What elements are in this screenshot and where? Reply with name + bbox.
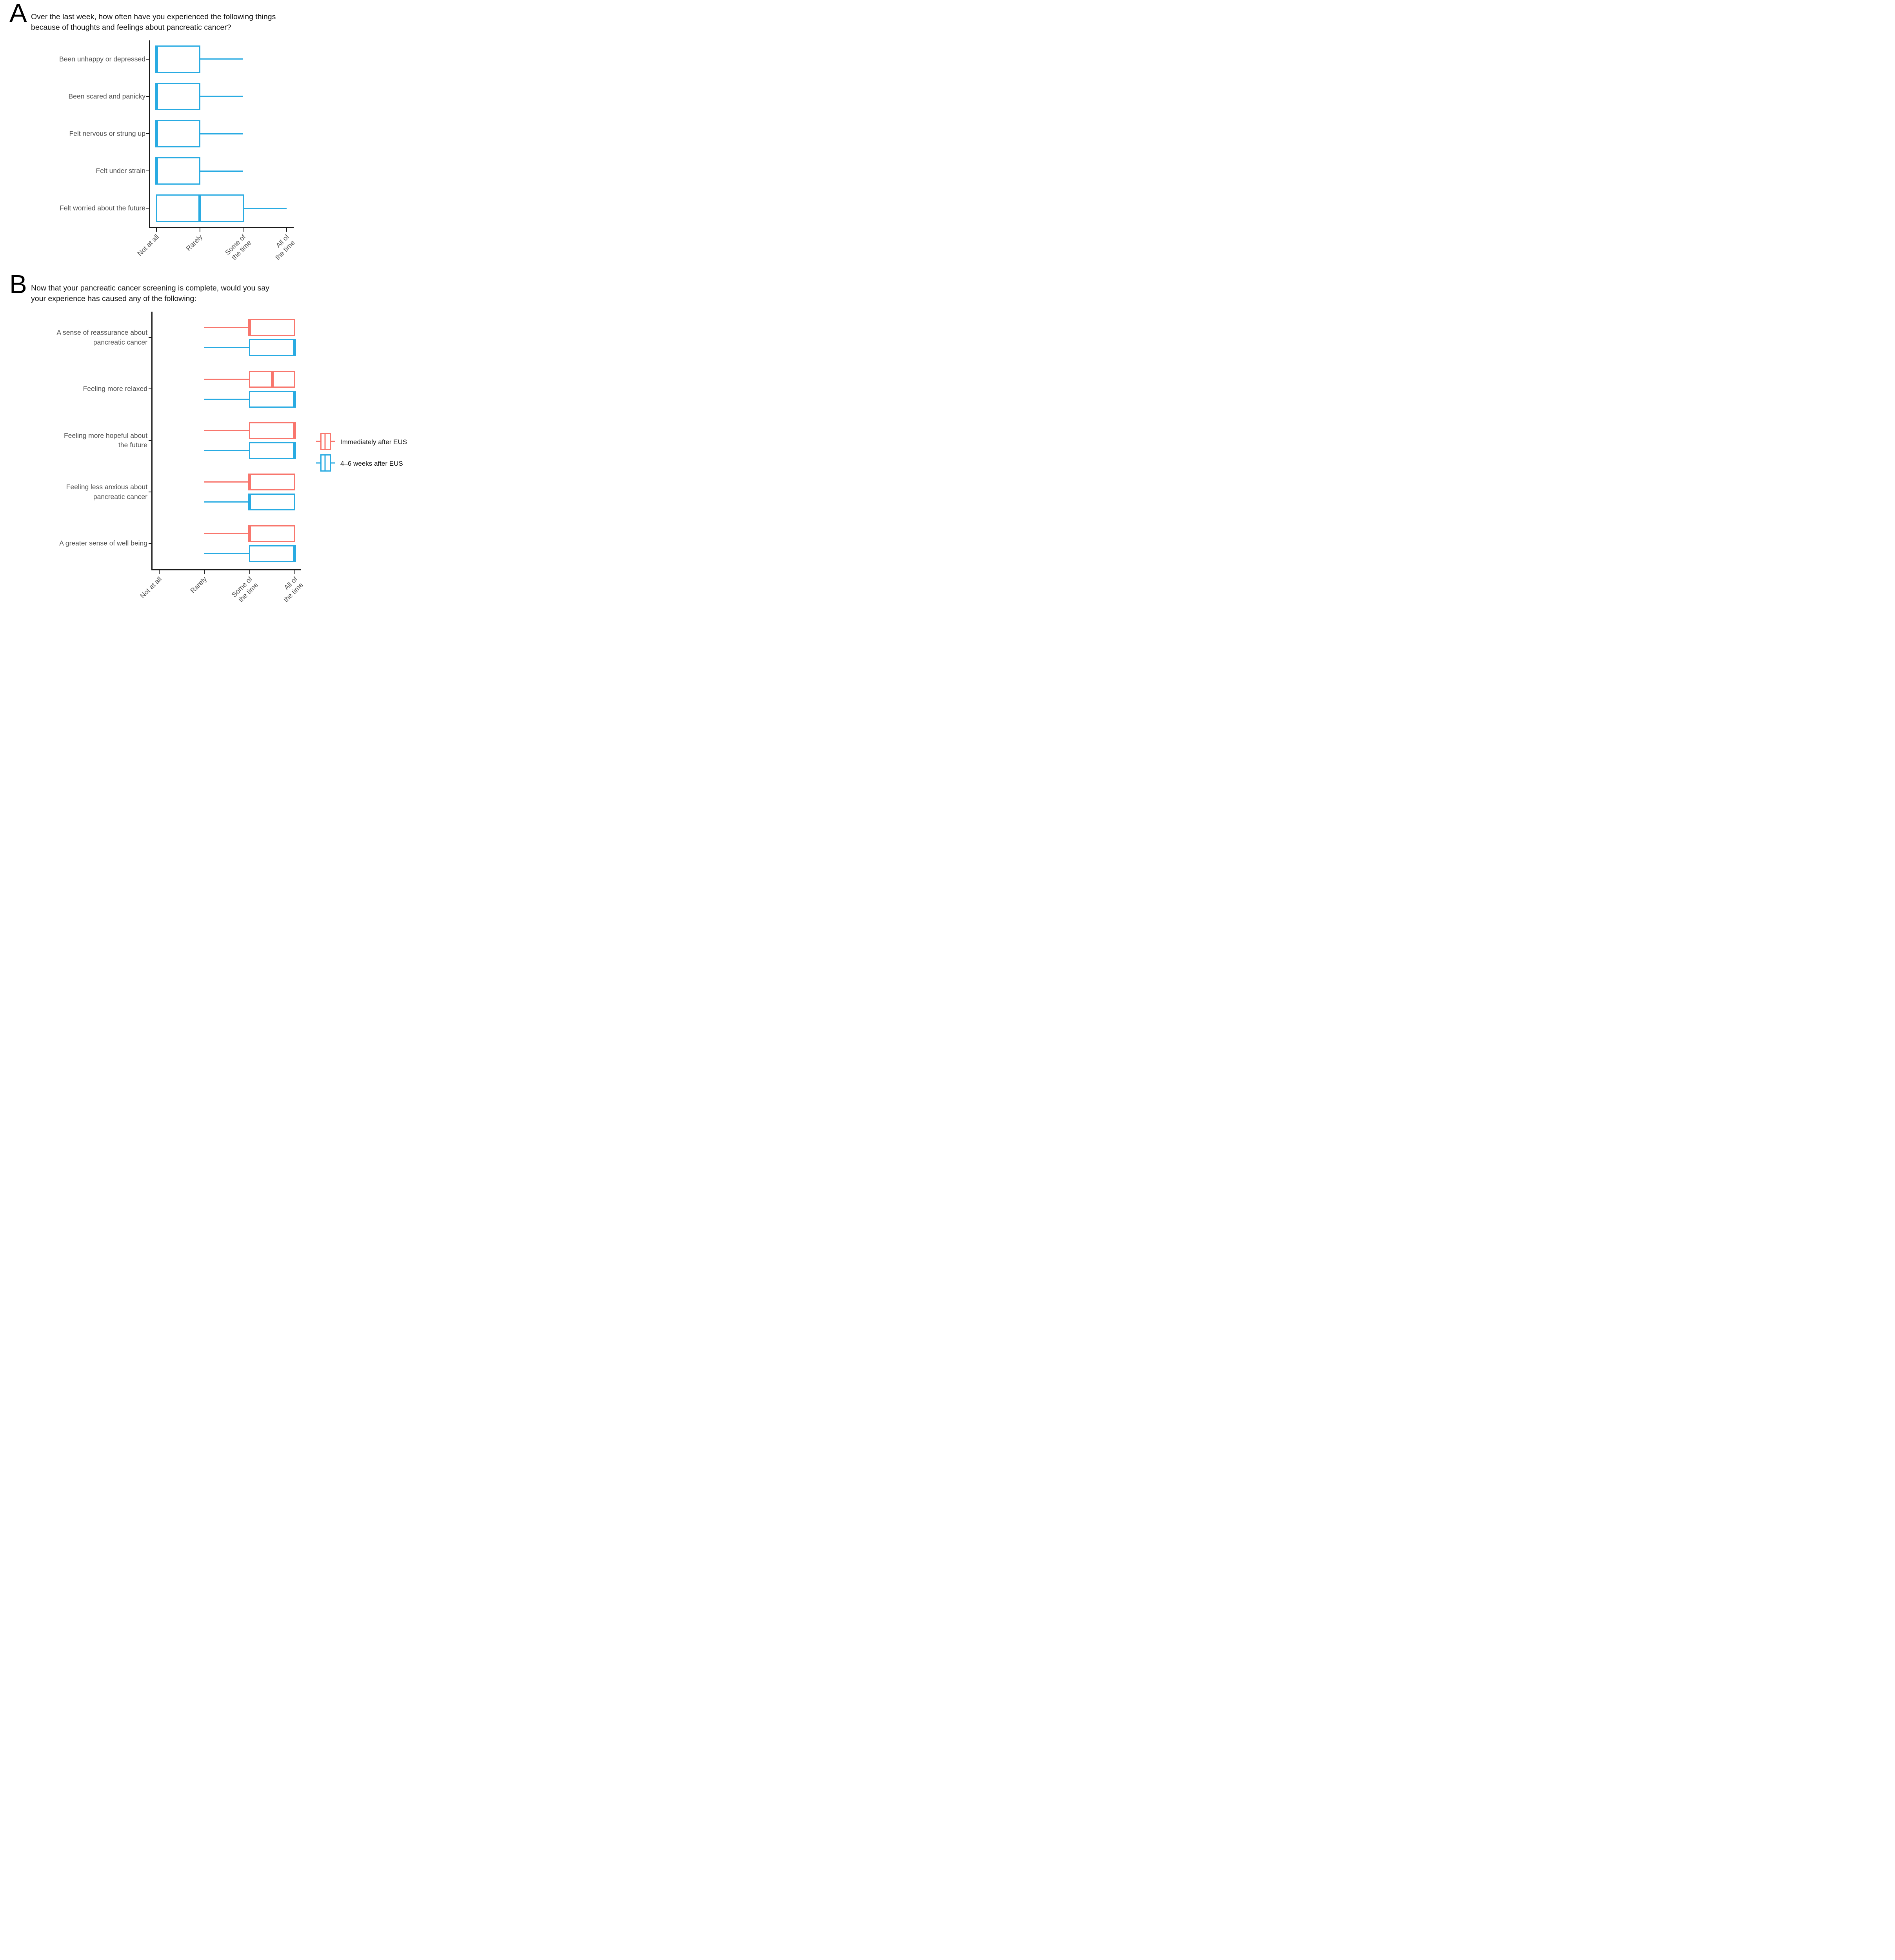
y-axis-tick	[146, 133, 149, 134]
box	[249, 390, 296, 408]
median-line	[248, 494, 251, 511]
x-axis-tick	[249, 570, 250, 574]
y-axis-tick	[146, 58, 149, 60]
x-axis-tick	[286, 228, 287, 232]
box	[249, 339, 296, 356]
y-axis-line	[149, 40, 150, 227]
x-axis-tick	[156, 228, 157, 232]
y-category-label: Been scared and panicky	[68, 92, 145, 100]
y-axis-tick	[146, 208, 149, 209]
whisker-low	[204, 501, 250, 503]
box	[249, 422, 296, 439]
whisker-low	[204, 430, 250, 431]
whisker-low	[204, 553, 250, 554]
median-line	[155, 157, 158, 185]
median-line	[293, 339, 296, 356]
median-line	[155, 82, 158, 110]
boxplot-key-icon-weeks	[316, 454, 335, 474]
box	[249, 319, 296, 336]
legend-label: Immediately after EUS	[340, 438, 407, 446]
legend-item-4-6-weeks-after-eus: 4–6 weeks after EUS	[316, 454, 407, 474]
box	[249, 474, 296, 491]
median-line	[155, 45, 158, 73]
y-axis-tick	[149, 543, 151, 544]
whisker-low	[204, 450, 250, 451]
x-tick-label: Not at all	[136, 233, 161, 258]
y-category-label: Felt worried about the future	[60, 204, 145, 212]
whisker-high	[200, 58, 243, 60]
x-tick-label: Rarely	[184, 233, 204, 252]
median-line	[293, 390, 296, 408]
panel-a-letter: A	[9, 0, 27, 28]
x-tick-label: Not at all	[138, 575, 164, 600]
y-axis-line	[151, 312, 153, 569]
box	[249, 494, 296, 511]
x-axis-line	[149, 227, 294, 228]
y-category-label: A greater sense of well being	[59, 539, 147, 547]
box	[156, 157, 201, 185]
boxplot-key-icon-immediate	[316, 432, 335, 452]
y-axis-tick	[146, 96, 149, 97]
box	[249, 545, 296, 562]
legend-item-immediately-after-eus: Immediately after EUS	[316, 432, 407, 452]
y-axis-tick	[149, 388, 151, 390]
whisker-low	[204, 398, 250, 400]
median-line	[248, 319, 251, 336]
y-category-label: A sense of reassurance about pancreatic …	[56, 328, 147, 346]
whisker-high	[200, 96, 243, 97]
whisker-low	[204, 327, 250, 328]
median-line	[293, 545, 296, 562]
x-axis-tick	[204, 570, 205, 574]
x-axis-tick	[294, 570, 295, 574]
whisker-high	[200, 133, 243, 134]
whisker-high	[243, 207, 287, 209]
median-line	[293, 422, 296, 439]
box	[249, 442, 296, 459]
whisker-low	[204, 533, 250, 534]
panel-a-title: Over the last week, how often have you e…	[31, 13, 276, 32]
whisker-low	[204, 347, 250, 348]
legend-label: 4–6 weeks after EUS	[340, 460, 403, 467]
median-line	[155, 120, 158, 147]
x-tick-label: All of the time	[273, 233, 296, 261]
x-tick-label: Rarely	[189, 575, 209, 595]
figure: A Over the last week, how often have you…	[0, 0, 423, 615]
x-tick-label: Some of the time	[223, 233, 253, 261]
panel-b-title: Now that your pancreatic cancer screenin…	[31, 284, 270, 303]
x-tick-label: Some of the time	[230, 575, 260, 604]
y-category-label: Felt nervous or strung up	[69, 129, 145, 138]
panel-b-letter: B	[9, 270, 27, 299]
box	[156, 45, 201, 73]
x-axis-tick	[159, 570, 160, 574]
y-category-label: Feeling more relaxed	[83, 385, 147, 393]
y-category-label: Felt under strain	[96, 167, 145, 175]
median-line	[248, 474, 251, 491]
median-line	[198, 194, 202, 222]
whisker-low	[204, 378, 250, 380]
median-line	[293, 442, 296, 459]
y-axis-tick	[149, 337, 151, 338]
median-line	[271, 370, 274, 388]
median-line	[248, 525, 251, 542]
y-category-label: Been unhappy or depressed	[59, 55, 145, 63]
y-axis-tick	[149, 440, 151, 441]
x-axis-line	[151, 569, 301, 570]
legend: Immediately after EUS 4–6 weeks after EU…	[316, 432, 407, 474]
y-category-label: Feeling less anxious about pancreatic ca…	[66, 483, 147, 501]
box	[156, 120, 201, 147]
whisker-high	[200, 170, 243, 172]
y-category-label: Feeling more hopeful about the future	[64, 431, 147, 449]
box	[156, 82, 201, 110]
whisker-low	[204, 481, 250, 483]
x-tick-label: All of the time	[282, 575, 305, 604]
box	[249, 525, 296, 542]
